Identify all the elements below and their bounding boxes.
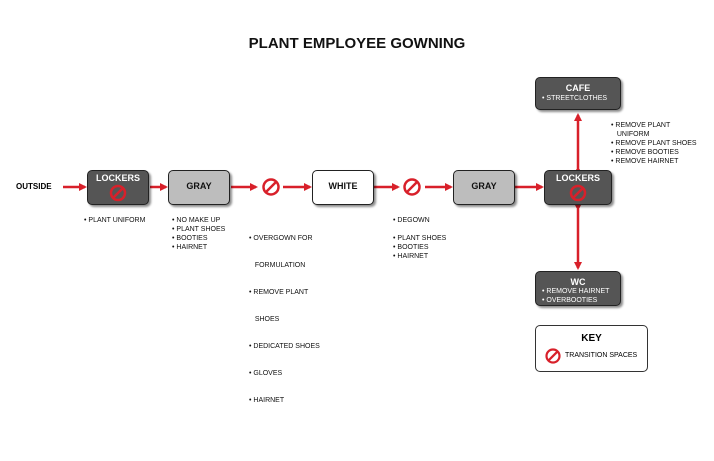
cafe-item: • STREETCLOTHES [542, 95, 608, 102]
no-entry-icon [403, 178, 421, 196]
no-entry-icon [545, 348, 561, 364]
outside-label: OUTSIDE [16, 182, 52, 191]
note-item: • HAIRNET [249, 397, 285, 404]
note-item: • HAIRNET [393, 253, 429, 260]
white-node: WHITE [312, 170, 374, 205]
lockers-node-2: LOCKERS [544, 170, 612, 205]
no-entry-icon [569, 184, 587, 202]
wc-label: WC [570, 277, 586, 287]
gray-notes: • NO MAKE UP • PLANT SHOES • BOOTIES • H… [172, 216, 225, 252]
lockers-label-2: LOCKERS [555, 173, 600, 183]
no-entry-icon [109, 184, 127, 202]
note-item: • NO MAKE UP [172, 217, 221, 224]
no-entry-icon [262, 178, 280, 196]
note-item: • PLANT SHOES [172, 226, 226, 233]
note-item: UNIFORM [611, 131, 650, 138]
lockers-label: LOCKERS [95, 173, 140, 183]
wc-item: • REMOVE HAIRNET [542, 288, 610, 295]
note-item: • REMOVE HAIRNET [611, 158, 679, 165]
note-item: • BOOTIES [393, 244, 429, 251]
note-item: • OVERGOWN FOR [249, 235, 313, 242]
note-item: • REMOVE BOOTIES [611, 149, 679, 156]
cafe-label: CAFE [565, 83, 591, 93]
page-title: PLANT EMPLOYEE GOWNING [248, 35, 466, 52]
key-title: KEY [581, 333, 602, 344]
white-exit-notes: • DEGOWN • PLANT SHOES • BOOTIES • HAIRN… [393, 216, 446, 261]
note-item: SHOES [249, 316, 280, 323]
note-item: • GLOVES [249, 370, 283, 377]
note-item [393, 225, 446, 234]
note-item: • DEDICATED SHOES [249, 343, 320, 350]
legend-key: KEY TRANSITION SPACES [535, 325, 648, 372]
gray-node-2: GRAY [453, 170, 515, 205]
note-item: • DEGOWN [393, 217, 430, 224]
note-item: • BOOTIES [172, 235, 208, 242]
lockers-node: LOCKERS [87, 170, 149, 205]
wc-item: • OVERBOOTIES [542, 297, 598, 304]
note-item: • HAIRNET [172, 244, 208, 251]
white-label: WHITE [328, 181, 358, 191]
gray-label: GRAY [186, 181, 212, 191]
key-transition-label: TRANSITION SPACES [565, 352, 638, 359]
note-item: • PLANT SHOES [393, 235, 447, 242]
gray-label-2: GRAY [471, 181, 497, 191]
note-item: • REMOVE PLANT [611, 122, 671, 129]
note-item: FORMULATION [249, 262, 306, 269]
lockers-notes: • PLANT UNIFORM [84, 216, 145, 225]
gray-node: GRAY [168, 170, 230, 205]
note-item: • REMOVE PLANT SHOES [611, 140, 697, 147]
note-item: • REMOVE PLANT [249, 289, 309, 296]
cafe-node: CAFE • STREETCLOTHES [535, 77, 621, 110]
wc-node: WC • REMOVE HAIRNET • OVERBOOTIES [535, 271, 621, 306]
cafe-link-notes: • REMOVE PLANT UNIFORM • REMOVE PLANT SH… [611, 121, 697, 166]
white-entry-notes: • OVERGOWN FOR FORMULATION • REMOVE PLAN… [249, 216, 320, 414]
note-item: • PLANT UNIFORM [84, 217, 146, 224]
